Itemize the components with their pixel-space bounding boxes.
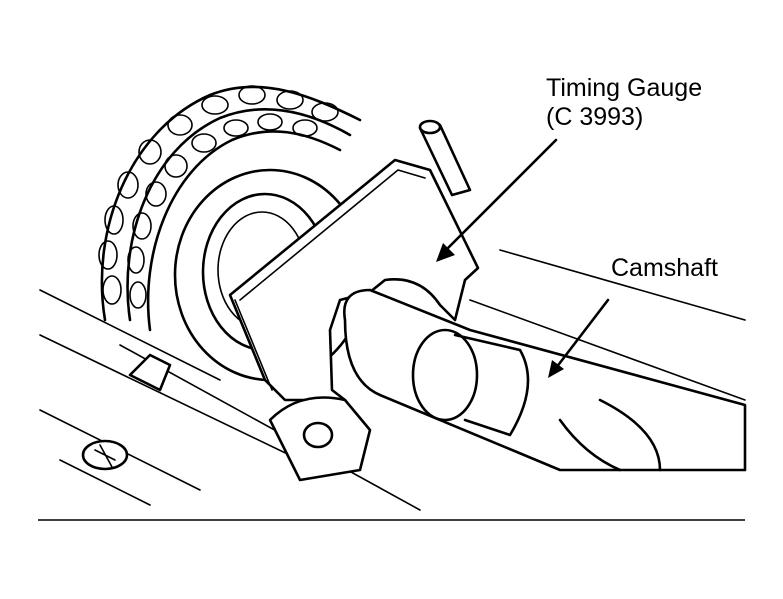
dowel-pin — [418, 119, 472, 197]
timing-gauge-leader — [436, 138, 558, 262]
timing-gauge-part-number: (C 3993) — [546, 103, 644, 131]
timing-chain — [98, 85, 362, 332]
camshaft-label: Camshaft — [611, 254, 718, 282]
engine-block-rails — [39, 249, 746, 511]
timing-gauge-tool — [228, 158, 480, 402]
camshaft-leader — [548, 298, 610, 378]
camshaft-body — [342, 288, 747, 472]
timing-gauge-label: Timing Gauge — [546, 74, 703, 102]
oil-clip — [128, 353, 172, 392]
hex-bolt — [81, 439, 129, 471]
bearing-cap — [268, 396, 372, 482]
